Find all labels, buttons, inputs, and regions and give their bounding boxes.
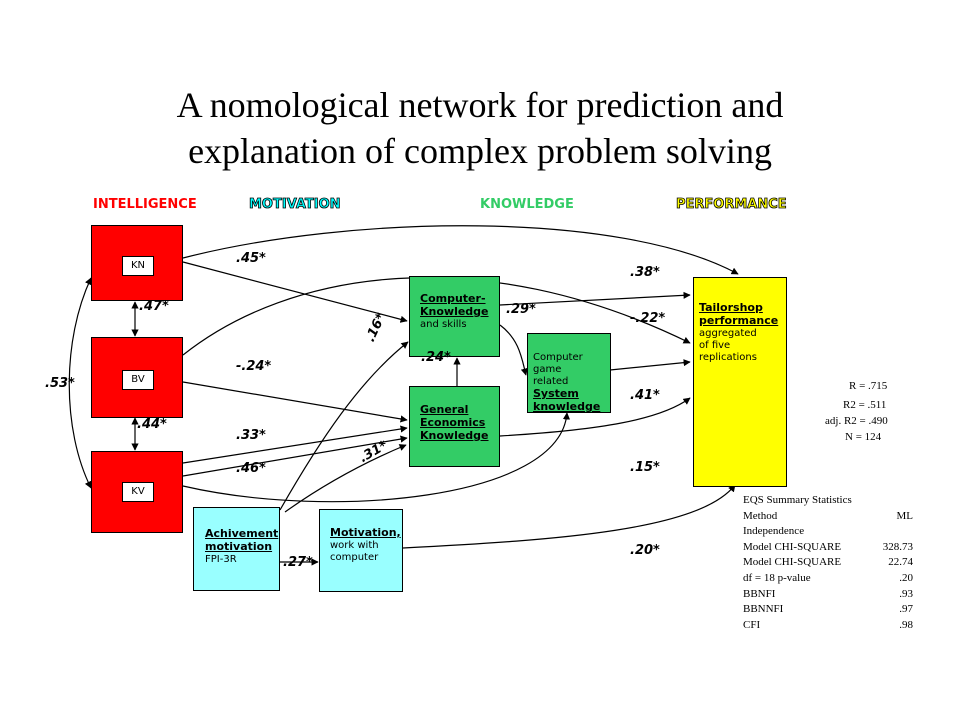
tailorshop-line-4: of five bbox=[699, 340, 731, 351]
coef-kn-performance: .45* bbox=[236, 251, 266, 266]
coef-bv-kv: .44* bbox=[137, 417, 167, 432]
motivation-line-3: computer bbox=[330, 552, 379, 563]
economics-line-2: Economics bbox=[420, 416, 486, 429]
page-title: A nomological network for prediction and… bbox=[0, 82, 960, 174]
box-bv: BV bbox=[91, 337, 183, 418]
eqs-row: df = 18 p-value.20 bbox=[743, 571, 913, 584]
fit-r: R = .715 bbox=[849, 380, 888, 392]
coef-computer-system: .29* bbox=[506, 302, 536, 317]
tailorshop-line-1: Tailorshop bbox=[699, 301, 763, 314]
category-intelligence: INTELLIGENCE bbox=[93, 197, 197, 212]
fit-adj-r2: adj. R2 = .490 bbox=[825, 415, 888, 427]
coef-kn-bv: .47* bbox=[139, 299, 169, 314]
arrow-kn-performance bbox=[182, 225, 739, 275]
fit-r2: R2 = .511 bbox=[843, 399, 887, 411]
box-tailorshop-performance: Tailorshop performance aggregated of fiv… bbox=[693, 277, 787, 487]
eqs-row: BBNFI.93 bbox=[743, 587, 913, 600]
label-kv: KV bbox=[122, 482, 154, 502]
label-bv: BV bbox=[122, 370, 154, 390]
coef-kv-economics-2: .46* bbox=[236, 461, 266, 476]
computer-knowledge-title-2: Knowledge bbox=[420, 305, 489, 318]
economics-line-3: Knowledge bbox=[420, 429, 489, 442]
box-kn: KN bbox=[91, 225, 183, 301]
title-line-2: explanation of complex problem solving bbox=[188, 131, 772, 171]
arrow-system-performance bbox=[609, 359, 691, 371]
motivation-line-2: work with bbox=[330, 540, 379, 551]
category-performance: PERFORMANCE bbox=[676, 197, 787, 213]
box-system-knowledge: Computer game related System knowledge bbox=[527, 333, 611, 413]
computer-knowledge-title-1: Computer- bbox=[420, 292, 486, 305]
title-line-1: A nomological network for prediction and bbox=[176, 85, 784, 125]
system-line-4: knowledge bbox=[533, 400, 601, 413]
tailorshop-line-5: replications bbox=[699, 352, 757, 363]
tailorshop-line-3: aggregated bbox=[699, 328, 757, 339]
arrow-kv-economics-2 bbox=[182, 435, 408, 477]
coef-to-performance-1: .38* bbox=[630, 265, 660, 280]
system-line-3: System bbox=[533, 387, 579, 400]
arrow-kv-economics-1 bbox=[182, 425, 408, 464]
system-line-2: related bbox=[533, 376, 569, 387]
arrow-bv-performance bbox=[182, 277, 691, 356]
box-achievement-motivation: Achivement motivation FPI-3R bbox=[193, 507, 280, 591]
economics-line-1: General bbox=[420, 403, 469, 416]
coef-economics-computer: .24* bbox=[421, 350, 451, 365]
eqs-row: CFI.98 bbox=[743, 618, 913, 631]
corr-kn-kv bbox=[68, 277, 92, 489]
box-computer-knowledge: Computer- Knowledge and skills bbox=[409, 276, 500, 357]
eqs-row: Independence bbox=[743, 525, 805, 538]
box-motivation-computer: Motivation, work with computer bbox=[319, 509, 403, 592]
coef-to-performance-3: .41* bbox=[630, 388, 660, 403]
box-general-economics: General Economics Knowledge bbox=[409, 386, 500, 467]
coef-achievement-motivation: .27* bbox=[283, 555, 313, 570]
coef-to-performance-5: .20* bbox=[630, 543, 660, 558]
system-line-1: Computer game bbox=[533, 352, 583, 375]
arrow-achievement-economics bbox=[284, 444, 407, 513]
category-motivation: MOTIVATION bbox=[249, 197, 341, 213]
arrow-bv-economics bbox=[182, 381, 408, 423]
coef-to-performance-2: -.22* bbox=[630, 311, 666, 326]
tailorshop-line-2: performance bbox=[699, 314, 779, 327]
eqs-row: BBNNFI.97 bbox=[743, 603, 913, 616]
arrow-computer-system bbox=[499, 324, 528, 376]
arrow-kn-computer-knowledge bbox=[182, 261, 408, 323]
achievement-line-1: Achivement bbox=[205, 527, 279, 540]
label-kn: KN bbox=[122, 256, 154, 276]
coef-kn-kv: .53* bbox=[45, 376, 75, 391]
arrow-economics-performance bbox=[499, 397, 691, 437]
arrow-achievement-computer bbox=[279, 341, 409, 511]
achievement-line-2: motivation bbox=[205, 540, 273, 553]
achievement-line-3: FPI-3R bbox=[205, 554, 237, 565]
arrow-motivation-performance bbox=[402, 484, 736, 549]
arrow-computer-performance bbox=[499, 291, 691, 306]
coef-kv-economics-1: .33* bbox=[236, 428, 266, 443]
box-kv: KV bbox=[91, 451, 183, 533]
motivation-line-1: Motivation, bbox=[330, 526, 401, 539]
coef-bv-economics: -.24* bbox=[236, 359, 272, 374]
eqs-heading: EQS Summary Statistics bbox=[743, 494, 852, 506]
category-knowledge: KNOWLEDGE bbox=[480, 197, 574, 212]
computer-knowledge-sub: and skills bbox=[420, 319, 467, 330]
arrow-kv-system-knowledge bbox=[182, 412, 571, 503]
coef-to-performance-4: .15* bbox=[630, 460, 660, 475]
fit-n: N = 124 bbox=[845, 431, 882, 443]
